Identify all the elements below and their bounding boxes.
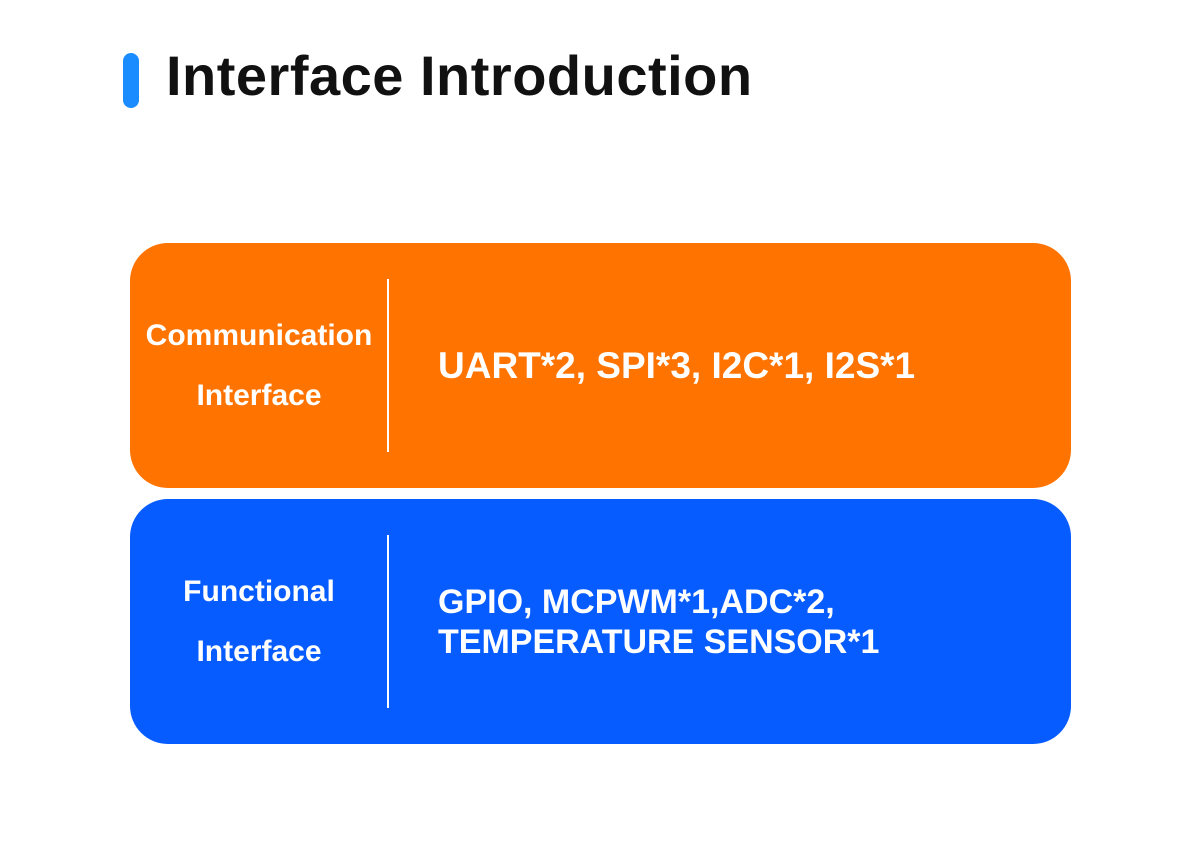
card-value-line: GPIO, MCPWM*1,ADC*2, — [438, 582, 835, 621]
card-divider — [387, 535, 389, 708]
card-label-line: Communication — [145, 318, 373, 352]
communication-interface-label: Communication Interface — [130, 243, 388, 488]
card-label-line: Functional — [183, 574, 335, 608]
communication-interface-value: UART*2, SPI*3, I2C*1, I2S*1 — [438, 243, 915, 488]
card-label-line: Interface — [196, 634, 322, 668]
functional-interface-label: Functional Interface — [130, 499, 388, 744]
functional-interface-value: GPIO, MCPWM*1,ADC*2, TEMPERATURE SENSOR*… — [438, 499, 879, 744]
communication-interface-card: Communication Interface UART*2, SPI*3, I… — [130, 243, 1071, 488]
card-divider — [387, 279, 389, 452]
card-value-line: TEMPERATURE SENSOR*1 — [438, 622, 880, 661]
card-value-line: UART*2, SPI*3, I2C*1, I2S*1 — [438, 344, 916, 386]
title-accent-bar — [123, 53, 139, 108]
functional-interface-card: Functional Interface GPIO, MCPWM*1,ADC*2… — [130, 499, 1071, 744]
card-label-line: Interface — [196, 378, 322, 412]
page-title: Interface Introduction — [166, 44, 753, 107]
